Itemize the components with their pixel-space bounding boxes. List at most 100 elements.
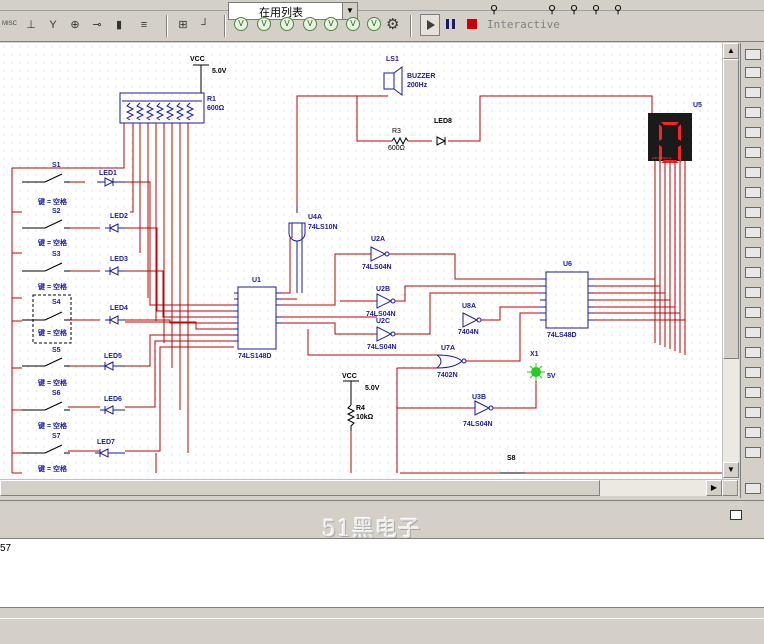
led8[interactable]: LED8 <box>434 118 452 146</box>
probe-e-icon[interactable]: V <box>367 17 381 31</box>
in-use-list-combo[interactable]: 在用列表 ▼ <box>228 2 358 20</box>
wattmeter-icon[interactable] <box>745 87 761 98</box>
multimeter-icon[interactable] <box>745 49 761 60</box>
zoom-in-icon[interactable]: ⚲ <box>548 4 557 16</box>
zoom-area-icon[interactable]: ⚲ <box>592 4 601 16</box>
spreadsheet-view[interactable]: 57 <box>0 538 764 608</box>
interactive-mode-label[interactable]: Interactive <box>487 18 560 31</box>
agilent-multimeter-icon[interactable] <box>745 307 761 318</box>
instrument-extra2-icon[interactable] <box>745 447 761 458</box>
probe-x1[interactable]: X1 5V <box>527 351 556 381</box>
text-icon[interactable]: ≡ <box>135 16 153 34</box>
instruments-panel <box>740 43 764 498</box>
switch-s2[interactable]: S2 键 = 空格 LED2 <box>22 208 128 247</box>
ammeter-icon[interactable]: V <box>257 17 271 31</box>
resistor-r4[interactable]: R4 10kΩ <box>346 404 374 431</box>
nand-gate-u4a[interactable]: U4A 74LS10N <box>288 206 338 293</box>
zoom-out-icon[interactable]: ⚲ <box>570 4 579 16</box>
antenna-icon[interactable]: Y <box>44 16 62 34</box>
gear-icon[interactable]: ⚙ <box>386 16 400 33</box>
logic-converter-icon[interactable] <box>745 187 761 198</box>
buzzer-ls1[interactable]: LS1 BUZZER 200Hz <box>383 56 435 96</box>
scroll-up-button[interactable]: ▲ <box>723 43 739 59</box>
svg-text:X1: X1 <box>530 351 539 358</box>
encoder-u1[interactable]: U1 74LS148D <box>234 277 282 360</box>
seven-segment-display-u5: U5 A B C D E F G <box>648 102 702 355</box>
svg-text:7404N: 7404N <box>458 329 479 336</box>
svg-text:74LS148D: 74LS148D <box>238 353 271 360</box>
svg-text:S2: S2 <box>52 208 61 215</box>
spectrum-analyzer-icon[interactable] <box>745 247 761 258</box>
oscilloscope-icon[interactable] <box>745 107 761 118</box>
function-generator-icon[interactable] <box>745 67 761 78</box>
switch-s4[interactable]: S4 键 = 空格 LED4 <box>22 294 128 344</box>
network-analyzer-icon[interactable] <box>745 267 761 278</box>
instrument-extra3-icon[interactable] <box>745 483 761 494</box>
mixed-icon[interactable]: ⊕ <box>66 16 84 34</box>
bus-icon[interactable]: ▮ <box>110 16 128 34</box>
hierarchy-icon[interactable]: ⊞ <box>174 16 192 34</box>
instrument-extra-icon[interactable] <box>745 427 761 438</box>
probe-d-icon[interactable]: V <box>346 17 360 31</box>
resistor-pack-r1[interactable]: R1 600Ω <box>119 92 225 124</box>
svg-text:74LS10N: 74LS10N <box>308 224 338 231</box>
pause-button[interactable] <box>446 19 455 29</box>
svg-text:U1: U1 <box>252 277 261 284</box>
iv-analyzer-icon[interactable] <box>745 207 761 218</box>
vertical-scrollbar[interactable]: ▲ ▼ <box>722 43 739 479</box>
tektronix-scope-icon[interactable] <box>745 347 761 358</box>
toolbar-top-strip <box>0 0 764 11</box>
horizontal-scrollbar[interactable]: ▶ <box>0 479 739 496</box>
inverter-u2b[interactable]: U2B 74LS04N <box>366 286 396 318</box>
toolbar-separator <box>166 15 168 37</box>
svg-text:键 = 空格: 键 = 空格 <box>37 421 68 430</box>
decoder-u6[interactable]: U6 74LS48D <box>540 261 594 339</box>
switch-s8[interactable]: S8 <box>500 455 525 474</box>
word-generator-icon[interactable] <box>745 147 761 158</box>
voltmeter-icon[interactable]: V <box>234 17 248 31</box>
inverter-u8a[interactable]: U8A 7404N <box>458 303 482 336</box>
distortion-analyzer-icon[interactable] <box>745 227 761 238</box>
vertical-scroll-thumb[interactable] <box>723 59 739 359</box>
ground-icon[interactable]: ⊥ <box>22 16 40 34</box>
horizontal-scroll-thumb[interactable] <box>0 480 600 496</box>
switch-s6[interactable]: S6 键 = 空格 LED6 <box>22 390 125 430</box>
measurement-probe-icon[interactable] <box>745 387 761 398</box>
switch-s3[interactable]: S3 键 = 空格 LED3 <box>22 251 128 291</box>
current-probe-icon[interactable] <box>745 407 761 418</box>
svg-text:U4A: U4A <box>308 214 322 221</box>
probe-a-icon[interactable]: V <box>280 17 294 31</box>
schematic-canvas[interactable]: VCC 5.0V R1 600Ω S1 键 = 空格 LED1 <box>0 43 722 483</box>
panel-restore-icon[interactable] <box>730 510 742 520</box>
svg-text:LED1: LED1 <box>99 170 117 177</box>
scroll-down-button[interactable]: ▼ <box>723 462 739 478</box>
svg-text:U5: U5 <box>693 102 702 109</box>
probe-icon[interactable]: ⊸ <box>88 16 106 34</box>
switch-s1[interactable]: S1 键 = 空格 LED1 <box>22 162 125 206</box>
inverter-u3b[interactable]: U3B 74LS04N <box>463 394 494 428</box>
agilent-scope-icon[interactable] <box>745 327 761 338</box>
svg-text:R3: R3 <box>392 128 401 135</box>
toolbar-separator <box>224 15 226 37</box>
bode-plotter-icon[interactable] <box>745 127 761 138</box>
switch-s7[interactable]: S7 键 = 空格 LED7 <box>22 433 125 473</box>
stop-button[interactable] <box>467 19 477 29</box>
probe-b-icon[interactable]: V <box>303 17 317 31</box>
switch-s5[interactable]: S5 键 = 空格 LED5 <box>22 347 125 387</box>
zoom-fit-icon[interactable]: ⚲ <box>614 4 623 16</box>
connector-icon[interactable]: ┘ <box>196 16 214 34</box>
agilent-generator-icon[interactable] <box>745 287 761 298</box>
svg-text:键 = 空格: 键 = 空格 <box>37 197 68 206</box>
scroll-right-button[interactable]: ▶ <box>706 480 722 496</box>
labview-icon[interactable] <box>745 367 761 378</box>
probe-c-icon[interactable]: V <box>324 17 338 31</box>
svg-text:LED8: LED8 <box>434 118 452 125</box>
logic-analyzer-icon[interactable] <box>745 167 761 178</box>
run-button[interactable] <box>420 14 440 36</box>
svg-text:LED5: LED5 <box>104 353 122 360</box>
chevron-down-icon[interactable]: ▼ <box>342 3 357 19</box>
nor-gate-u7a[interactable]: U7A 7402N <box>435 345 467 379</box>
search-icon[interactable]: ⚲ <box>490 4 499 16</box>
svg-text:BUZZER: BUZZER <box>407 73 435 80</box>
resistor-r3[interactable]: R3 600Ω <box>388 128 409 152</box>
